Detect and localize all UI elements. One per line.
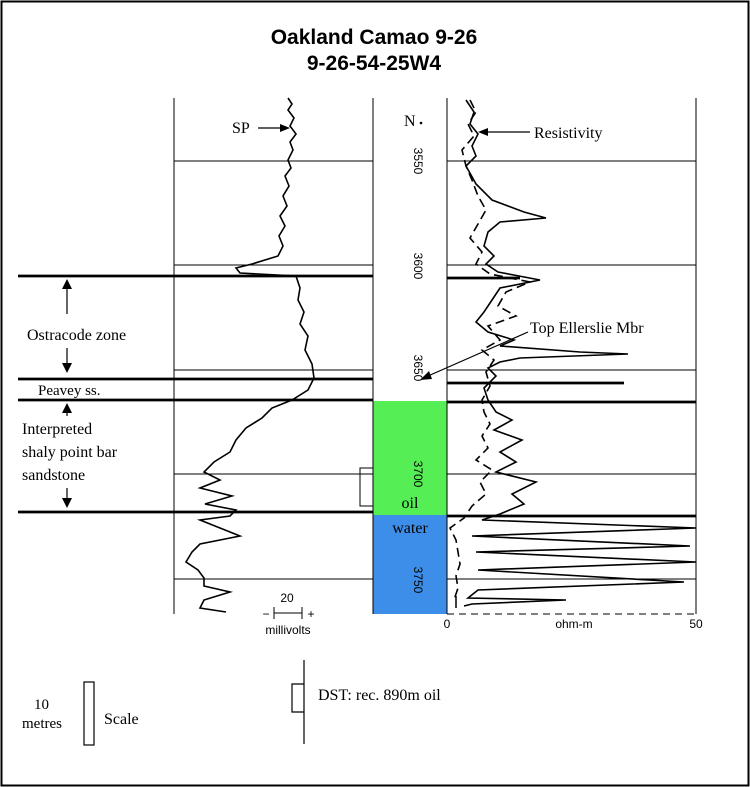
sp-scale-unit: millivolts bbox=[265, 623, 310, 637]
peavey-label: Peavey ss. bbox=[38, 383, 101, 399]
oil-label: oil bbox=[402, 495, 419, 512]
depth-labels: 3550 3600 3650 3700 3750 bbox=[411, 148, 425, 594]
res-scale-unit: ohm-m bbox=[555, 617, 592, 631]
sp-curve bbox=[184, 97, 315, 613]
depth-label-3600: 3600 bbox=[411, 253, 425, 280]
sp-arrow-head bbox=[280, 124, 290, 132]
interpreted-label-3: sandstone bbox=[22, 467, 85, 484]
legend-dst-bracket bbox=[291, 683, 304, 713]
resistivity-label: Resistivity bbox=[534, 125, 602, 142]
legend-scale-unit: metres bbox=[22, 716, 62, 732]
depth-gridlines bbox=[174, 160, 696, 580]
top-ellerslie-label: Top Ellerslie Mbr bbox=[530, 320, 644, 337]
legend-scale-label: Scale bbox=[104, 711, 139, 728]
interpreted-label-2: shaly point bar bbox=[22, 444, 118, 461]
water-zone bbox=[373, 515, 447, 614]
top-ellerslie-arrow-line bbox=[427, 331, 529, 377]
depth-label-3550: 3550 bbox=[411, 148, 425, 175]
resistivity-deep-curve bbox=[463, 99, 697, 607]
oil-zone bbox=[373, 401, 447, 515]
sp-scale-value: 20 bbox=[280, 591, 294, 605]
sp-scale-plus: + bbox=[307, 607, 314, 621]
sandstone-arrow-up-head bbox=[62, 403, 72, 413]
depth-label-3650: 3650 bbox=[411, 355, 425, 382]
interpreted-label-1: Interpreted bbox=[22, 421, 92, 438]
sp-scale-minus: − bbox=[262, 607, 269, 621]
water-label: water bbox=[392, 520, 428, 537]
depth-label-3750: 3750 bbox=[411, 567, 425, 594]
sp-label: SP bbox=[232, 120, 250, 137]
north-marker: N bbox=[404, 113, 416, 130]
formation-tops bbox=[18, 274, 696, 518]
ostracode-arrow-down-head bbox=[62, 363, 72, 373]
depth-label-3700: 3700 bbox=[411, 461, 425, 488]
ostracode-arrow-up-head bbox=[62, 279, 72, 289]
north-dot bbox=[419, 121, 423, 125]
sandstone-arrow-down-head bbox=[62, 498, 72, 508]
res-scale-min: 0 bbox=[444, 617, 451, 631]
resistivity-shallow-curve bbox=[448, 99, 533, 601]
title-line-1: Oakland Camao 9-26 bbox=[271, 26, 478, 49]
res-scale-max: 50 bbox=[689, 617, 703, 631]
dst-interval-bracket bbox=[359, 467, 373, 507]
ostracode-label: Ostracode zone bbox=[27, 327, 126, 344]
top-ellerslie-arrow-head bbox=[420, 371, 432, 380]
legend-dst-label: DST: rec. 890m oil bbox=[318, 687, 441, 704]
title-line-2: 9-26-54-25W4 bbox=[307, 52, 442, 75]
legend-scale-bar bbox=[83, 681, 95, 746]
legend-scale-value: 10 bbox=[34, 697, 49, 713]
resistivity-arrow-head bbox=[478, 128, 488, 136]
